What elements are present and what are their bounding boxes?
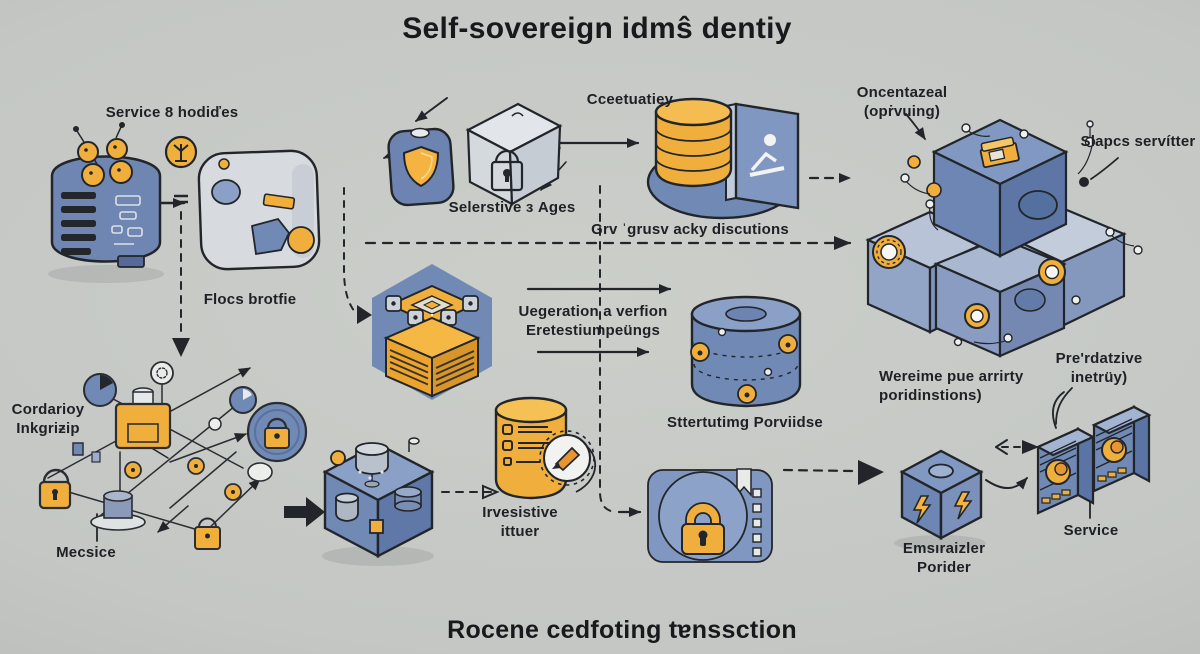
credential-store-icon: [646, 97, 800, 220]
clock-node-icon: [83, 373, 257, 414]
power-cube-icon: [894, 449, 986, 551]
label-issuer: Irvesistive ittuer: [482, 504, 558, 540]
identity-server-icon: [48, 122, 164, 283]
diagram-title: Self-sovereign idmŝ dentiy: [402, 12, 792, 45]
agent-figures-icon: [73, 122, 133, 187]
mini-nodes-icon: [72, 417, 242, 501]
label-slapcs-server: Slapcs servítter: [1080, 133, 1196, 150]
label-identity-provider: Sttertutimg Porviidse: [667, 414, 823, 431]
service-node-icon: [1091, 405, 1152, 493]
equivalence-icon: [164, 135, 198, 204]
registry-box-icon: [114, 387, 172, 450]
shield-cube-icon: [387, 127, 455, 207]
label-selective-ages: Selerstive з Ages: [448, 199, 576, 216]
ledger-book-icon: [979, 136, 1020, 169]
blockchain-cluster-icon: [865, 118, 1143, 358]
wallet-cube-icon: [197, 149, 321, 271]
identity-hub-icon: [690, 295, 802, 408]
pedestal-icon: [90, 490, 146, 531]
agent-hexagon-icon: [372, 264, 492, 400]
label-verification: Uegeration a verfion Eretestiumpeüngs: [518, 303, 668, 339]
label-decentralized: Oncentazeal (opṙvuing): [856, 84, 948, 120]
connector-lines: [96, 97, 1119, 542]
label-flocs-profile: Flocs brotfie: [203, 291, 297, 308]
seal-badge-icon: [539, 430, 595, 486]
db-cylinder-icon: [335, 442, 422, 522]
padlock-outline-icon: [490, 149, 524, 192]
label-credential-top: Cceetuatiey: [586, 91, 674, 108]
label-corda: Cordarioy Inkgriƶip: [11, 401, 85, 437]
gear-nodes-icon: [872, 155, 1066, 329]
panel-chips-icon: [385, 295, 479, 326]
credential-cube-icon: [465, 102, 563, 206]
padlock-node-icon: [38, 468, 221, 550]
lock-nodes-icon: [690, 334, 798, 404]
secure-disc-icon: [246, 401, 308, 482]
label-privacy-discussions: Grv ˈgrusv acky discutions: [591, 221, 789, 238]
lightning-icon: [912, 495, 932, 524]
person-writing-icon: [749, 134, 785, 177]
diagram-subtitle: Rocene cedfoting tɐnssction: [447, 616, 797, 644]
trust-network-icon: [38, 361, 308, 550]
padlock-icon: [681, 502, 725, 555]
service-node-icon: [1035, 427, 1096, 515]
issuer-ledger-icon: [494, 396, 597, 500]
label-enabler: Emsıraizler Porider: [902, 540, 986, 576]
lightning-icon: [953, 491, 973, 520]
label-predative: Pre'rdatzive inetrüy): [1055, 350, 1143, 386]
consent-record-icon: [647, 468, 773, 563]
label-mecsice: Mecsice: [56, 544, 116, 561]
circuit-nodes-icon: [900, 120, 1143, 347]
label-service: Service: [1063, 522, 1119, 539]
data-cube-icon: [322, 437, 435, 566]
label-service-nodes: Service 8 hodiďes: [105, 104, 239, 121]
label-wereime: Wereime pue arrirty poridinstions): [879, 368, 1024, 404]
